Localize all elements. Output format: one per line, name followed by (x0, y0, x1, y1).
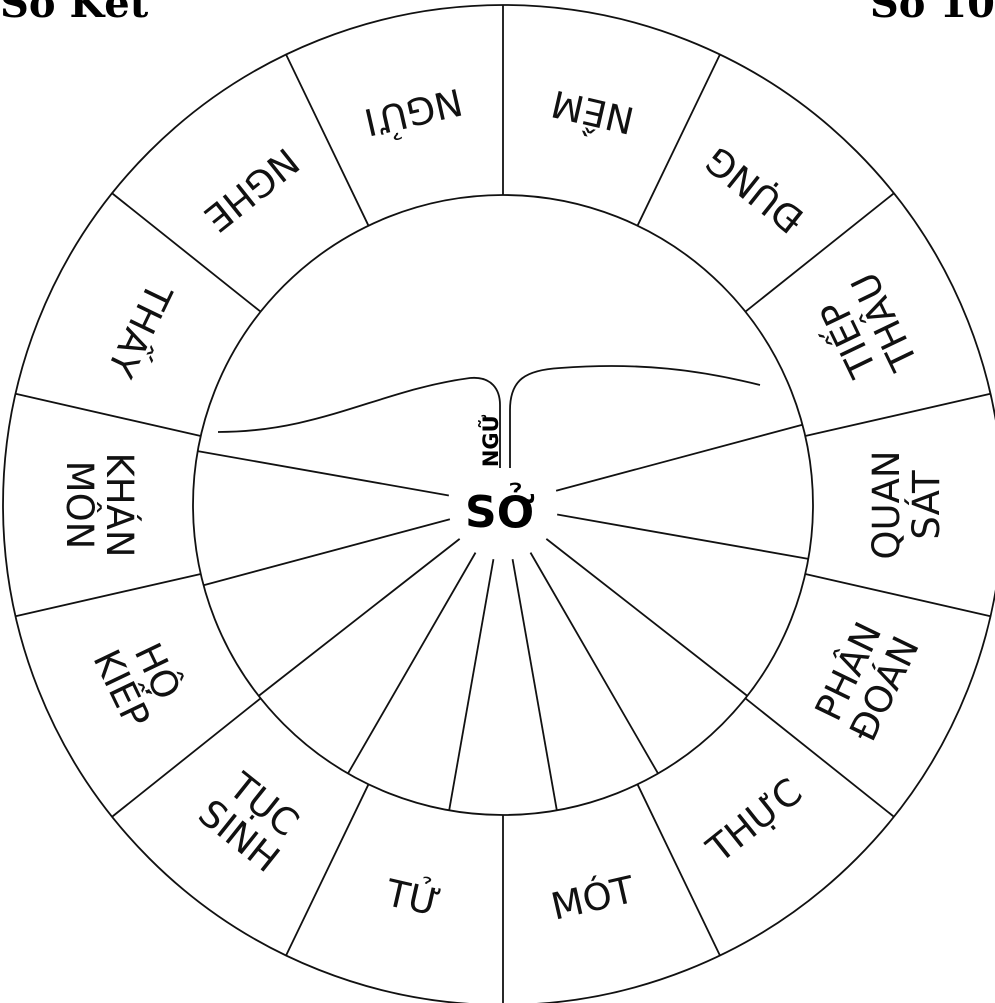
stem-label: NGỮ (478, 414, 503, 467)
inner-spoke (449, 559, 493, 810)
segment-divider (805, 394, 990, 436)
right-wing-curve (510, 366, 760, 468)
segment-label: NGỬI (360, 80, 467, 148)
segment-divider (16, 394, 201, 436)
left-wing-curve (218, 378, 500, 468)
segment-divider (16, 574, 201, 616)
segment-label: NỀM (546, 82, 638, 147)
segment-label: ĐỤNG (697, 138, 811, 242)
inner-spoke (513, 559, 557, 810)
segment-label: NGHE (196, 140, 307, 241)
segment-label-line: THỰC (698, 770, 810, 872)
segment-label-line: THẤY (99, 276, 186, 387)
segment-label: QUANSÁT (865, 450, 948, 559)
inner-spoke (198, 451, 449, 495)
segment-label-line: NGỬI (360, 80, 467, 148)
segment-divider (638, 55, 720, 226)
segment-label: MÓT (547, 866, 639, 928)
segment-label-line: QUAN (865, 450, 908, 559)
inner-spokes (198, 425, 809, 811)
segment-label: KHÁNMÔN (59, 452, 143, 557)
segment-label: TIẾPTHÂU (802, 266, 926, 398)
inner-spoke (531, 553, 659, 774)
inner-spoke (556, 425, 802, 491)
segment-label: PHÂNĐOÁN (804, 612, 927, 748)
inner-spoke (348, 553, 476, 774)
segment-divider (286, 55, 368, 226)
segment-label-line: MÓT (547, 866, 639, 928)
segment-divider (805, 574, 990, 616)
center-label: SỞ (465, 481, 535, 538)
segment-label-line: MÔN (59, 461, 103, 550)
inner-spoke (557, 515, 808, 559)
segment-label-line: TỬ (381, 867, 445, 925)
segment-label: TỤCSINH (191, 760, 313, 881)
inner-spoke (546, 539, 747, 696)
segment-label-line: SÁT (904, 470, 948, 540)
segment-label-line: NGHE (196, 140, 307, 241)
segment-label-line: NỀM (546, 82, 638, 147)
segment-divider (638, 784, 720, 955)
segment-label: TỬ (381, 867, 445, 925)
segment-label-line: KHÁN (99, 452, 143, 557)
segment-label: HỘKIẾP (85, 625, 196, 734)
segment-label: THẤY (99, 276, 186, 387)
segment-label-line: ĐỤNG (697, 138, 811, 242)
segment-label: THỰC (698, 770, 810, 872)
